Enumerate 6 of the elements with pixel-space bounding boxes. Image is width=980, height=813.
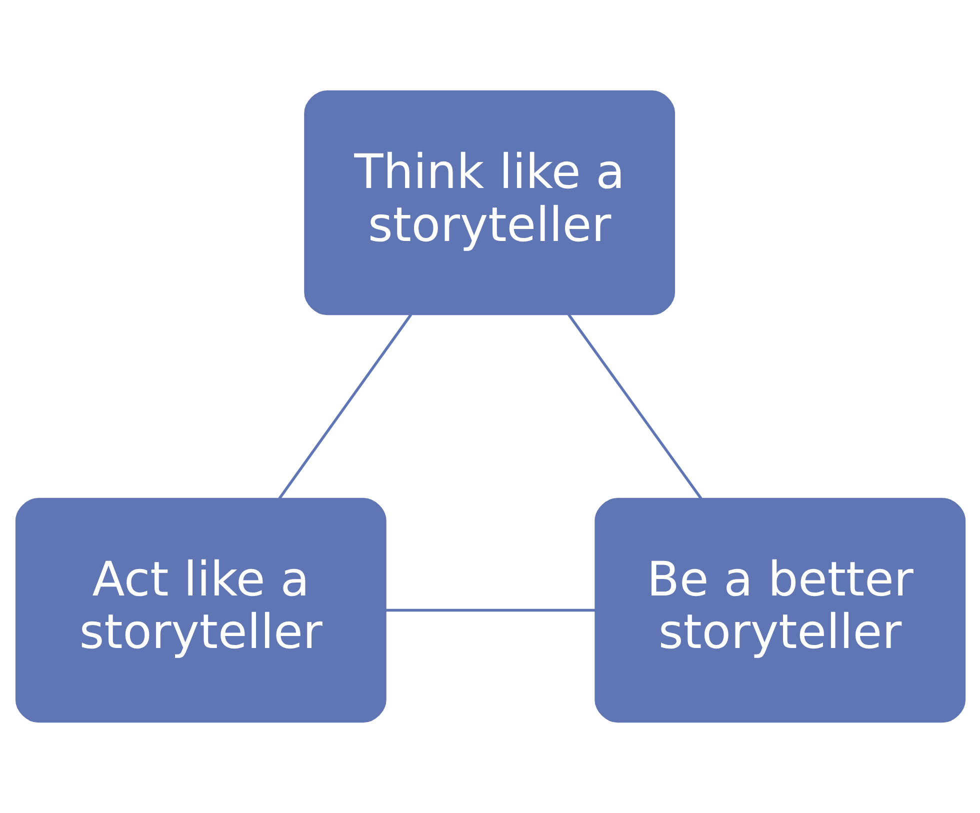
connector — [566, 314, 702, 500]
node-box: Think like a storyteller — [304, 90, 675, 316]
connector — [385, 608, 595, 612]
node-box: Act like a storyteller — [14, 498, 386, 723]
connector — [278, 314, 412, 500]
node-box: Be a better storyteller — [594, 498, 966, 723]
